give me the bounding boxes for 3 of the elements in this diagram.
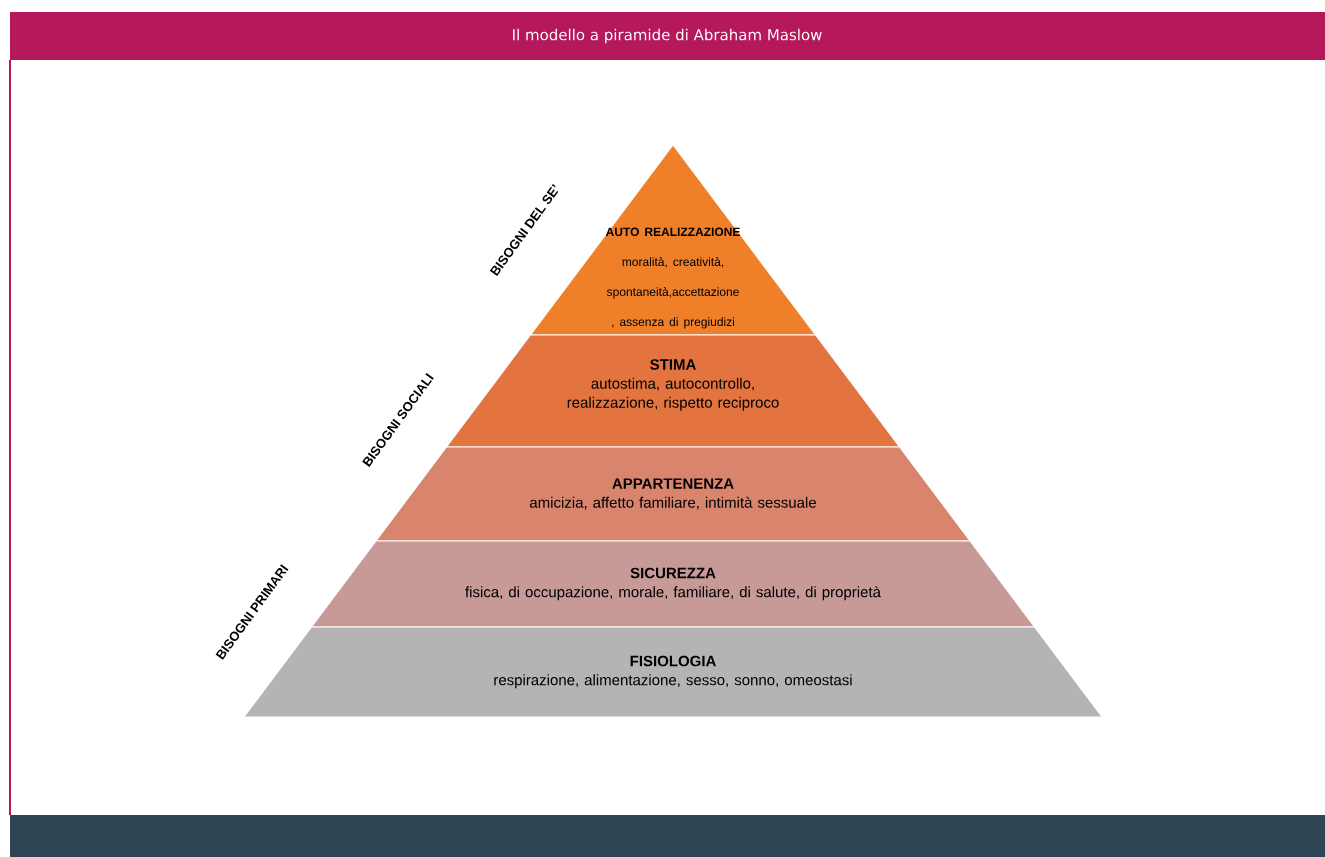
header-bar: Il modello a piramide di Abraham Maslow [10, 12, 1325, 60]
pyramid-layer: STIMA autostima, autocontrollo, realizzazione, rispetto reciproco [446, 334, 900, 448]
pyramid-layer: SICUREZZA fisica, di occupazione, morale, familiare, di salute, di proprietà [311, 540, 1035, 628]
